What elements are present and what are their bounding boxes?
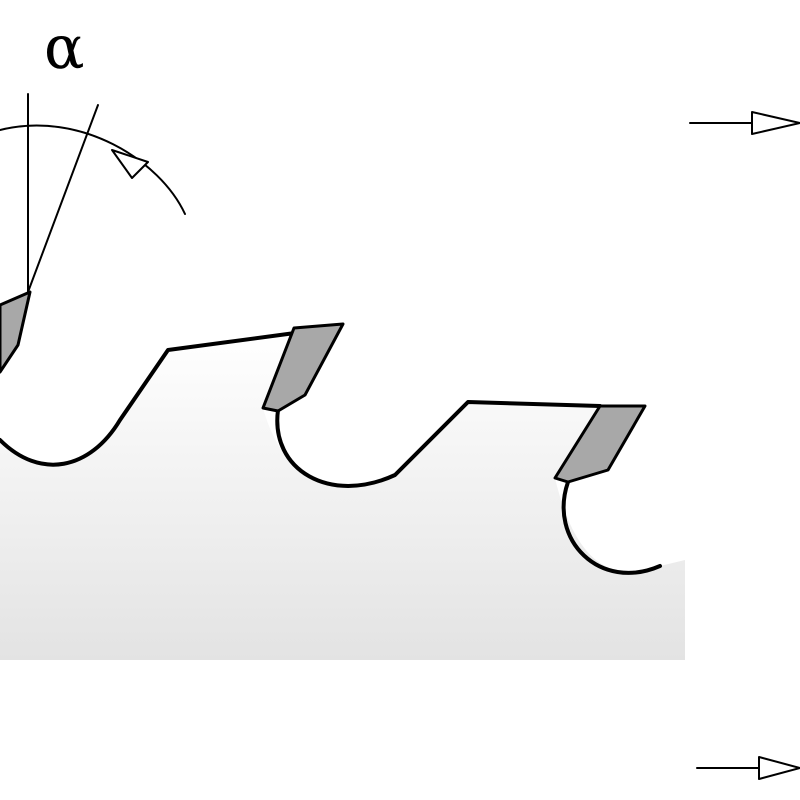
gullet-1-outline (275, 400, 602, 488)
angle-alpha-label: α (44, 13, 85, 83)
feed-arrow-bottom-head (758, 756, 800, 780)
blade-outline (0, 331, 297, 467)
carbide-tip-right (553, 404, 647, 484)
rotation-arc (0, 124, 186, 215)
inclined-reference-line (27, 104, 99, 293)
carbide-tip-middle (261, 322, 345, 413)
feed-arrow-top-head (751, 111, 800, 135)
gullet-2-outline (561, 480, 662, 575)
carbide-tip-left (0, 290, 32, 374)
rotation-arrow-head (111, 149, 149, 179)
blade-body (0, 333, 685, 660)
